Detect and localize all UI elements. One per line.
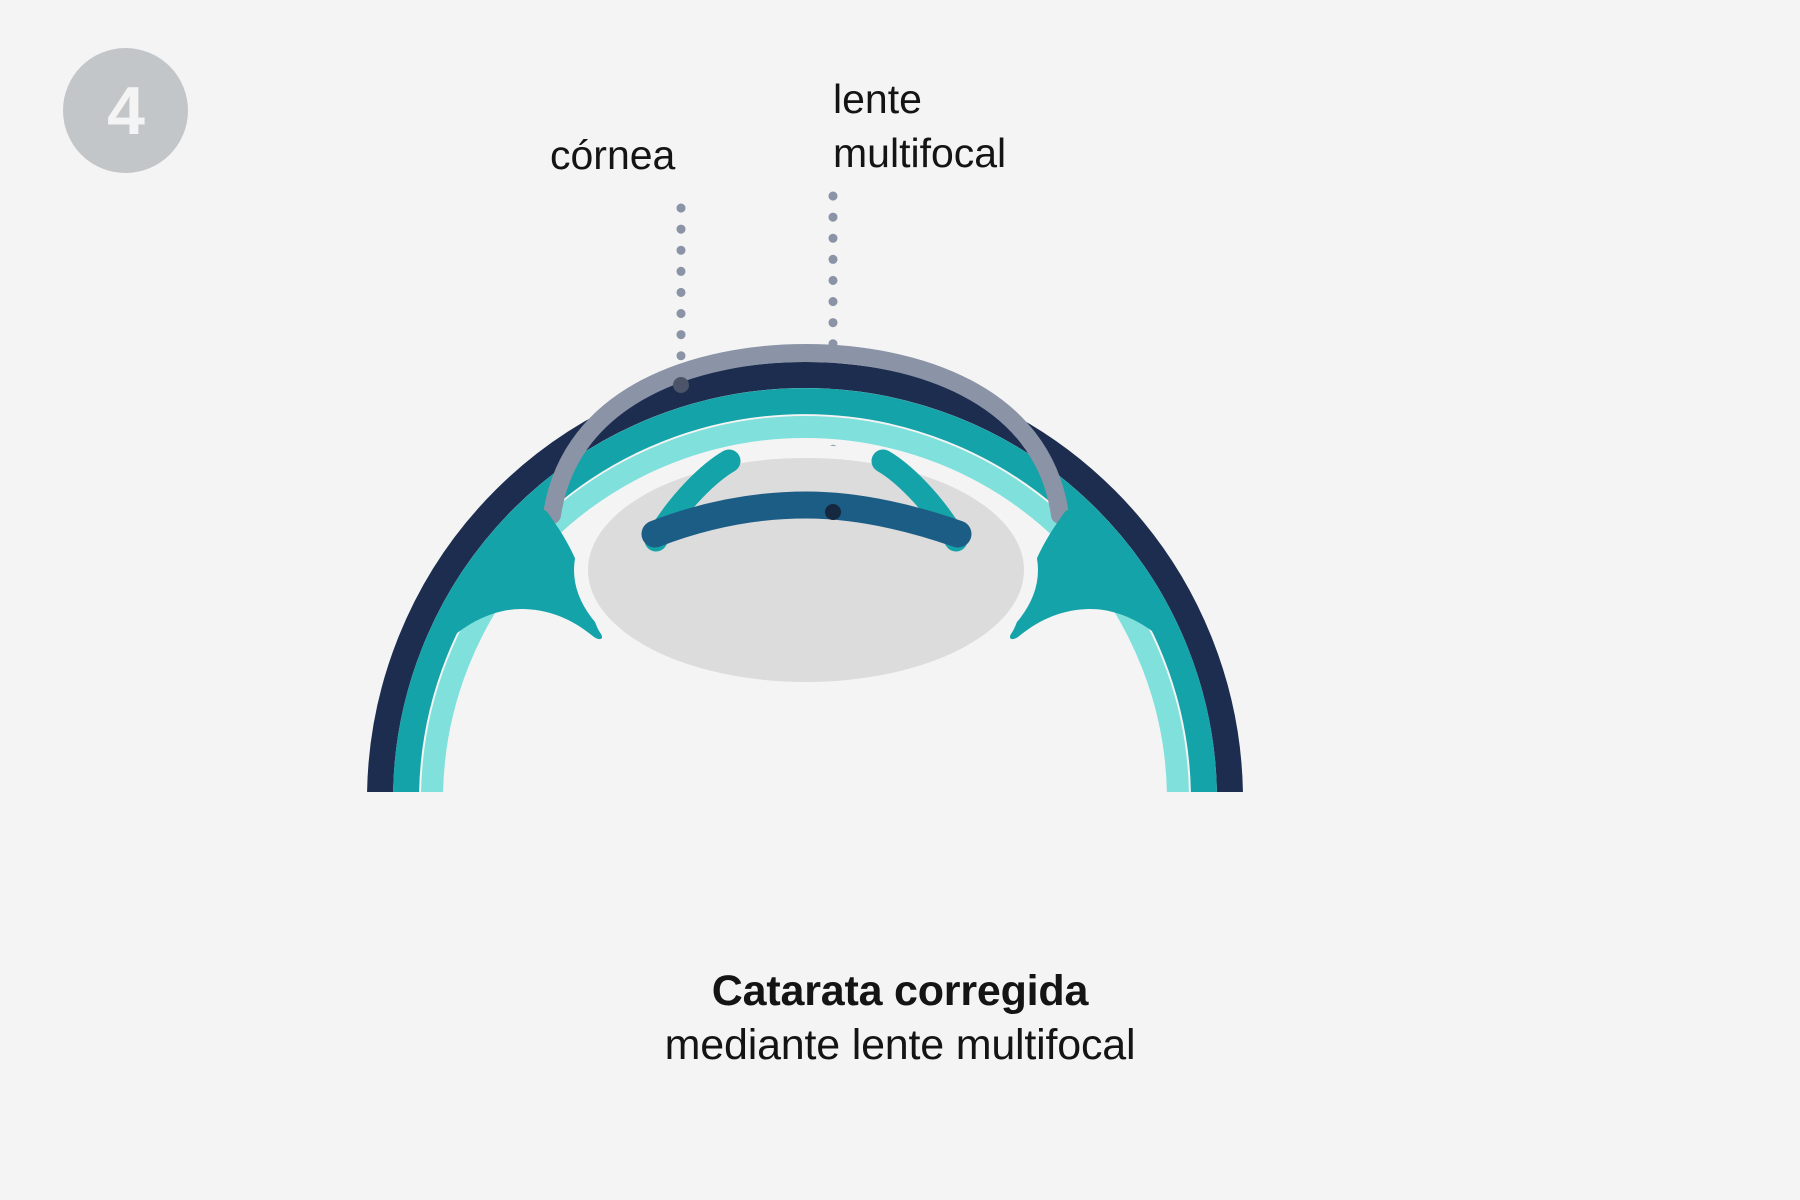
caption-block: Catarata corregida mediante lente multif…	[0, 965, 1800, 1073]
leader-endpoint-multifocal-lens	[825, 504, 841, 520]
sclera-inner-arc	[421, 416, 1189, 792]
callout-label-cornea: córnea	[550, 132, 676, 178]
step-number-badge: 4	[63, 48, 188, 173]
cornea-arc	[543, 343, 1069, 524]
multifocal-lens-bar	[641, 491, 972, 548]
callout-label-multifocal-lens: lente multifocal	[833, 76, 1007, 177]
iris-ciliary-body-right	[1009, 508, 1189, 664]
leader-endpoint-cornea	[673, 377, 689, 393]
step-number-label: 4	[107, 72, 145, 149]
caption-line-1: Catarata corregida	[711, 967, 1089, 1015]
iris-ciliary-body-left	[423, 508, 603, 664]
sclera-outer-arc	[367, 362, 1243, 792]
caption-line-2: mediante lente multifocal	[664, 1020, 1136, 1069]
